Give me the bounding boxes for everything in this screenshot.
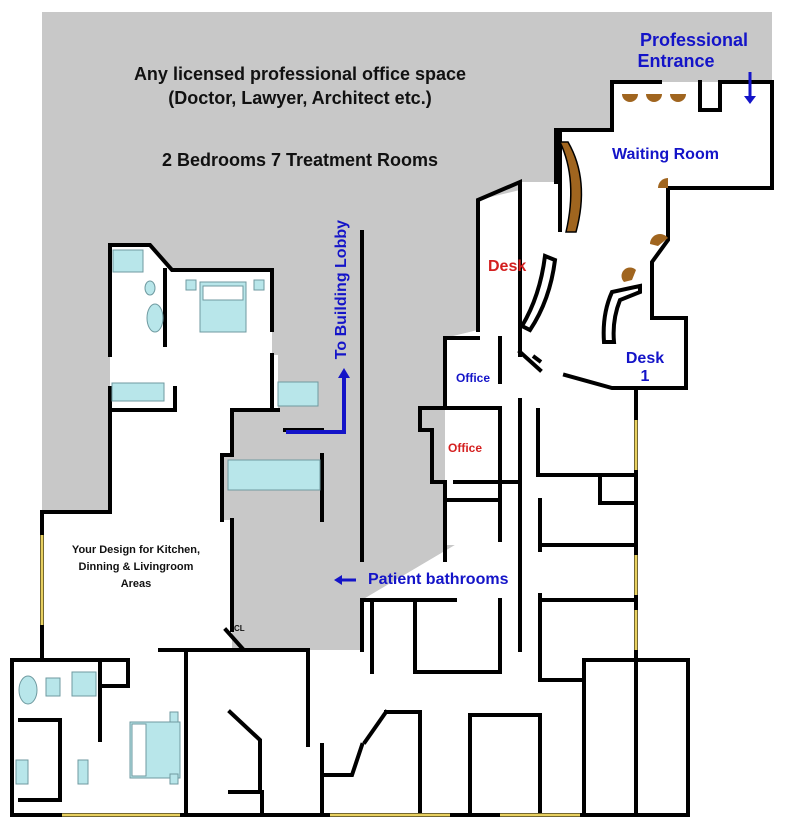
fixtures — [15, 249, 321, 785]
closet-label: CL — [234, 624, 245, 633]
kitchen-label-line-2: Dinning & Livingroom — [78, 561, 194, 573]
office-top-label: Office — [456, 371, 491, 385]
patient-bathrooms-label: Patient bathrooms — [368, 571, 509, 588]
entrance-label-line-2: Entrance — [637, 51, 715, 71]
lobby-arrow-icon — [286, 368, 350, 434]
arrows — [286, 72, 756, 585]
bathroom-arrow-icon — [334, 575, 356, 585]
entrance-arrow-icon — [744, 72, 756, 104]
to-lobby-label: To Building Lobby — [332, 219, 350, 360]
kitchen-label-line-3: Areas — [120, 578, 152, 590]
kitchen-label-line-1: Your Design for Kitchen, — [71, 544, 201, 556]
walls — [10, 80, 774, 817]
waiting-room-label: Waiting Room — [612, 146, 719, 163]
rooms-summary: 2 Bedrooms 7 Treatment Rooms — [161, 150, 439, 170]
header-line-2: (Doctor, Lawyer, Architect etc.) — [168, 88, 432, 108]
header-line-1: Any licensed professional office space — [133, 64, 467, 84]
office-lower-label: Office — [448, 441, 483, 455]
room-fills — [12, 82, 772, 815]
windows — [40, 420, 638, 817]
entrance-label-line-1: Professional — [639, 30, 749, 50]
desk1-label-line-1: Desk — [625, 350, 665, 367]
desk1-label-line-2: 1 — [640, 368, 650, 385]
reception-furniture — [519, 94, 686, 364]
desk-label: Desk — [488, 258, 527, 275]
